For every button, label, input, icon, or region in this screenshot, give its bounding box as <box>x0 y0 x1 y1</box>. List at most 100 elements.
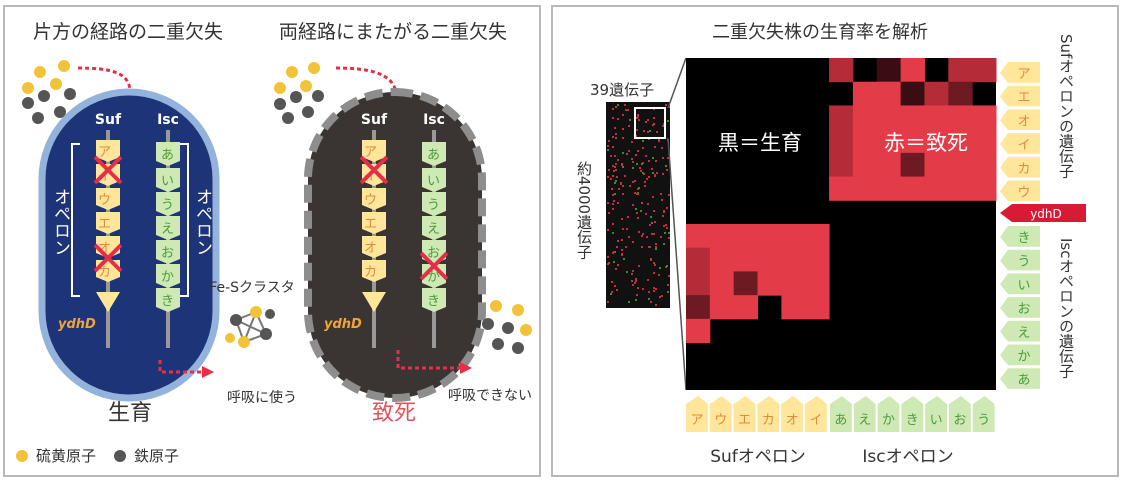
overview-dot <box>660 236 662 238</box>
overview-dot <box>663 243 665 245</box>
heatmap-cell <box>900 152 925 178</box>
overview-dot <box>663 211 665 213</box>
bottom-suf-gene-label: ウ <box>714 413 727 428</box>
overview-dot <box>661 199 663 201</box>
suf-gene-block <box>96 164 120 186</box>
overview-dot <box>628 125 630 127</box>
suf-gene-label: カ <box>98 265 111 280</box>
right-isc-gene-label: お <box>1017 302 1030 317</box>
overview-dot <box>654 146 656 148</box>
heatmap-cell <box>733 295 759 320</box>
overview-dot <box>662 157 664 159</box>
overview-dot <box>640 170 642 172</box>
overview-dot <box>667 157 669 159</box>
overview-dot <box>668 275 670 277</box>
overview-dot <box>667 284 669 286</box>
suf-operon-heading: Suf <box>95 112 122 128</box>
heatmap-cell <box>757 224 782 249</box>
bottom-suf-label: Sufオペロン <box>710 447 806 467</box>
overview-dot <box>640 210 642 212</box>
bottom-suf-gene-tag <box>709 396 732 432</box>
output-arrow-right <box>396 350 472 374</box>
right-suf-gene-label: イ <box>1017 138 1030 153</box>
suf-gene-label: ア <box>364 145 377 160</box>
suf-gene-block <box>362 260 386 282</box>
right-suf-gene-label: エ <box>1017 91 1030 106</box>
overview-dot <box>636 129 638 131</box>
zoom-line-bottom <box>667 137 687 391</box>
overview-dot <box>631 280 633 282</box>
overview-dot <box>641 202 643 204</box>
ydhd-gene-block <box>362 292 386 312</box>
overview-dot <box>653 117 655 119</box>
overview-dot <box>611 188 613 190</box>
overview-dot <box>637 287 639 289</box>
overview-dot <box>627 216 629 218</box>
heatmap-cell <box>829 176 854 201</box>
overview-dot <box>617 240 619 242</box>
overview-dot <box>632 204 634 206</box>
overview-dot <box>607 263 609 265</box>
cell-lethal <box>308 92 482 398</box>
bottom-suf-gene-label: ア <box>690 413 703 428</box>
bottom-isc-gene-tag <box>949 396 971 432</box>
bottom-isc-gene-tag <box>877 396 900 432</box>
overview-dot <box>653 287 655 289</box>
heatmap-cell <box>900 129 925 154</box>
overview-dot <box>615 137 617 139</box>
heatmap-cell <box>948 58 973 83</box>
heatmap-cell <box>900 176 925 201</box>
overview-dot <box>628 150 630 152</box>
bottom-suf-gene-label: イ <box>809 413 822 428</box>
isc-gene-block <box>156 216 180 240</box>
overview-dot <box>641 235 643 237</box>
overview-dot <box>607 256 609 258</box>
heatmap-cell <box>972 105 997 130</box>
heatmap-cell <box>709 271 735 296</box>
heatmap-cell <box>781 295 806 320</box>
overview-dot <box>616 176 618 178</box>
heatmap-cell <box>852 81 878 106</box>
heatmap-cell <box>900 81 925 106</box>
isc-gene-block <box>156 264 180 288</box>
overview-dot <box>653 210 655 212</box>
overview-dot <box>616 246 618 248</box>
overview-dot <box>650 301 652 303</box>
overview-dot <box>666 227 668 229</box>
overview-dot <box>614 193 616 195</box>
right-suf-gene-label: ウ <box>1017 186 1030 201</box>
heatmap-cell <box>686 247 711 272</box>
bottom-suf-gene-tag <box>805 396 827 432</box>
fes-label: Fe-Sクラスタ <box>209 280 295 296</box>
overview-dot <box>652 157 654 159</box>
overview-dot <box>623 258 625 260</box>
overview-dot <box>608 140 610 142</box>
heatmap-cell <box>924 105 949 130</box>
overview-dot <box>664 232 666 234</box>
heatmap-cell <box>852 152 878 178</box>
overview-dot <box>663 225 665 227</box>
overview-dot <box>653 233 655 235</box>
overview-dot <box>644 185 646 187</box>
overview-dot <box>613 251 615 253</box>
overview-dot <box>621 239 623 241</box>
suf-gene-label: ウ <box>364 193 377 208</box>
overview-dot <box>651 168 653 170</box>
overview-dot <box>607 202 609 204</box>
bottom-isc-gene-label: い <box>930 413 943 428</box>
isc-gene-label: お <box>427 246 440 261</box>
overview-dot <box>655 304 657 306</box>
overview-dot <box>642 162 644 164</box>
overview-dot <box>608 212 610 214</box>
overview-dot <box>625 246 627 248</box>
heatmap-cell <box>733 224 759 249</box>
heatmap-cell <box>948 81 973 106</box>
legend-sulfur-label: 硫黄原子 <box>36 447 96 465</box>
bottom-isc-gene-tag <box>972 396 995 432</box>
label-4000-genes: 約4000遺伝子 <box>575 161 593 259</box>
overview-dot <box>615 133 617 135</box>
heatmap-cell <box>972 129 997 154</box>
